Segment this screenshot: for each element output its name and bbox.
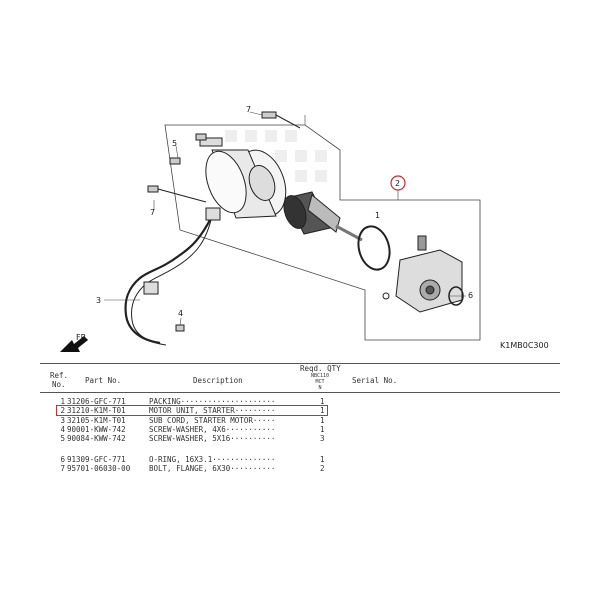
- callout-3: 3: [96, 296, 101, 305]
- header-part-no: Part No.: [85, 376, 122, 385]
- svg-text:FR.: FR.: [76, 333, 88, 342]
- table-row[interactable]: 4 90001-KWW-742 SCREW-WASHER, 4X6·······…: [60, 425, 325, 434]
- armature: [283, 191, 363, 242]
- callout-1: 1: [375, 211, 380, 220]
- table-row[interactable]: 7 95701-06030-00 BOLT, FLANGE, 6X30·····…: [60, 464, 325, 473]
- bolts: [147, 111, 301, 332]
- sub-cord: [124, 207, 221, 346]
- row-highlight-box: [56, 405, 328, 416]
- table-row-highlighted[interactable]: 2 31210-K1M-T01 MOTOR UNIT, STARTER·····…: [60, 406, 325, 415]
- header-divider: [40, 392, 560, 393]
- header-ref: Ref. No.: [50, 371, 69, 389]
- callout-7-left: 7: [150, 208, 155, 217]
- assembly-outline: [164, 124, 481, 341]
- starter-motor-housing: [199, 137, 287, 219]
- callout-4: 4: [178, 309, 183, 318]
- header-description: Description: [193, 376, 243, 385]
- table-row[interactable]: 5 90084-KWW-742 SCREW-WASHER, 5X16······…: [60, 434, 325, 443]
- header-model: NBC110 MCT N: [310, 373, 330, 391]
- exploded-parts-diagram: FR. 1 2 3 4 5 6 7 7 K1MB0C300: [60, 105, 549, 352]
- callout-6: 6: [468, 291, 473, 300]
- callout-5: 5: [172, 139, 177, 148]
- callout-leaders: [104, 111, 466, 326]
- header-reqd-qty: Reqd. QTY: [300, 364, 341, 373]
- callout-2-circle: [390, 175, 406, 191]
- header-serial-no: Serial No.: [352, 376, 398, 385]
- callout-2: 2: [395, 179, 400, 188]
- callout-7-top: 7: [246, 105, 251, 114]
- reference-code: K1MB0C300: [500, 341, 549, 350]
- table-row[interactable]: 6 91309-GFC-771 O-RING, 16X3.1··········…: [60, 455, 325, 464]
- table-row[interactable]: 3 32105-K1M-T01 SUB CORD, STARTER MOTOR·…: [60, 416, 325, 425]
- o-ring: [357, 225, 391, 271]
- fr-direction-arrow: FR.: [60, 333, 88, 352]
- table-row[interactable]: 1 31206-GFC-771 PACKING·················…: [60, 397, 325, 406]
- divider-top: [40, 363, 560, 364]
